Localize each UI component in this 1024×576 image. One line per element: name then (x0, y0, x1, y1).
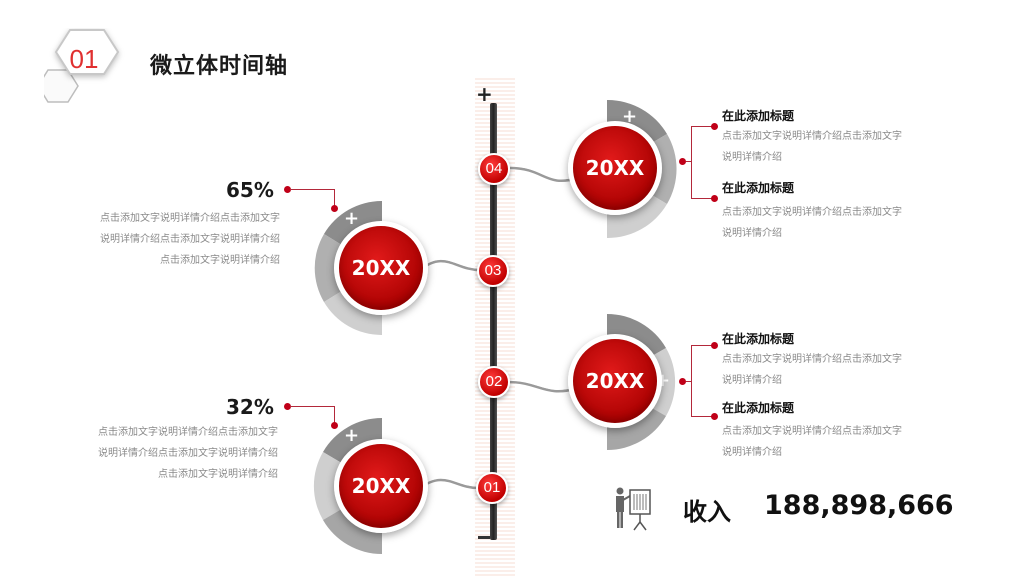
connector-line (691, 345, 713, 346)
income-label: 收入 (683, 498, 731, 526)
year-circle-04[interactable]: 20XX (568, 121, 662, 215)
timeline-node-01[interactable]: 01 (476, 472, 508, 504)
connector-line (691, 198, 713, 199)
connector-dot (284, 186, 291, 193)
year-circle-01[interactable]: 20XX (334, 439, 428, 533)
connector-dot (711, 342, 718, 349)
connector-line (691, 345, 692, 417)
connector-dot (711, 123, 718, 130)
axis-plus-icon: + (476, 82, 493, 106)
connector-dot (331, 422, 338, 429)
axis-minus-icon (478, 536, 490, 539)
connector-line (290, 189, 335, 190)
income-value: 188,898,666 (764, 490, 954, 521)
connector-line (691, 126, 692, 199)
connector-dot (679, 158, 686, 165)
connector-line (290, 406, 335, 407)
item-title: 在此添加标题 (722, 332, 795, 346)
milestone-desc: 点击添加文字说明详情介绍点击添加文字说明详情介绍点击添加文字说明详情介绍点击添加… (98, 427, 278, 480)
year-circle-02[interactable]: 20XX (568, 334, 662, 428)
connector-line (691, 416, 713, 417)
hexagon-icon (44, 29, 120, 103)
timeline-node-03[interactable]: 03 (477, 255, 509, 287)
connector-dot (711, 195, 718, 202)
item-title: 在此添加标题 (722, 109, 795, 123)
timeline-axis (490, 103, 497, 540)
connector-dot (331, 205, 338, 212)
connector-dot (711, 413, 718, 420)
connector-line (334, 406, 335, 424)
percent-value: 65% (226, 178, 274, 202)
connector-line (334, 189, 335, 207)
item-desc: 点击添加文字说明详情介绍点击添加文字说明详情介绍 (722, 426, 902, 458)
page-title: 微立体时间轴 (150, 54, 289, 79)
connector-line (691, 126, 713, 127)
milestone-desc: 点击添加文字说明详情介绍点击添加文字说明详情介绍点击添加文字说明详情介绍点击添加… (100, 213, 280, 266)
section-hex-badge (44, 28, 122, 103)
timeline-node-04[interactable]: 04 (478, 153, 510, 185)
timeline-node-02[interactable]: 02 (478, 366, 510, 398)
item-title: 在此添加标题 (722, 181, 795, 195)
presenter-board-icon (616, 487, 651, 531)
ring-plus-icon[interactable]: + (344, 208, 360, 229)
section-number: 01 (69, 44, 99, 74)
connector-dot (679, 378, 686, 385)
year-circle-03[interactable]: 20XX (334, 221, 428, 315)
connector-line (686, 161, 692, 162)
connector-dot (284, 403, 291, 410)
connector-line (686, 381, 692, 382)
item-desc: 点击添加文字说明详情介绍点击添加文字说明详情介绍 (722, 354, 902, 386)
percent-value: 32% (226, 395, 274, 419)
ring-plus-icon[interactable]: + (344, 425, 360, 446)
item-desc: 点击添加文字说明详情介绍点击添加文字说明详情介绍 (722, 131, 902, 163)
item-title: 在此添加标题 (722, 401, 795, 415)
item-desc: 点击添加文字说明详情介绍点击添加文字说明详情介绍 (722, 207, 902, 239)
